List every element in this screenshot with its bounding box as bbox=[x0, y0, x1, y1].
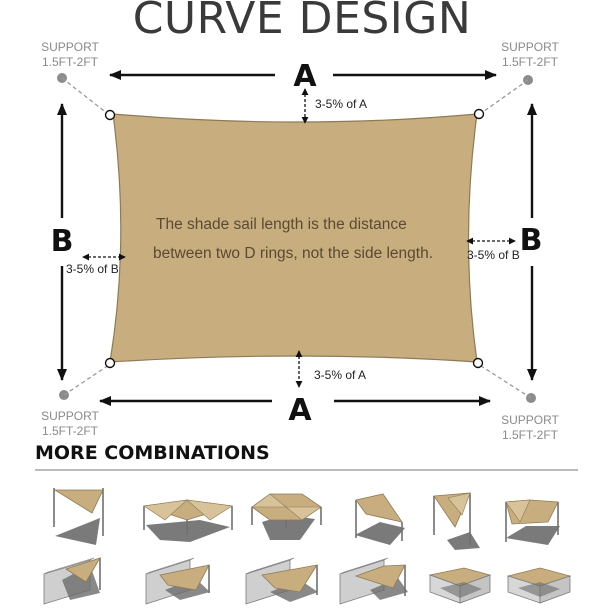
support-label: SUPPORT bbox=[501, 413, 559, 427]
combo-thumbnail-6 bbox=[505, 499, 560, 545]
curve-depth-left: 3-5% of B bbox=[66, 253, 126, 276]
dimension-a-top: A bbox=[109, 59, 497, 94]
description-line-2: between two D rings, not the side length… bbox=[153, 245, 433, 262]
curve-label-b: 3-5% of B bbox=[467, 248, 520, 262]
combo-thumbnail-3 bbox=[251, 493, 322, 540]
description-line-1: The shade sail length is the distance bbox=[156, 216, 407, 233]
tension-line bbox=[480, 365, 532, 399]
support-bottom-left: SUPPORT 1.5FT-2FT bbox=[41, 364, 110, 438]
curve-label-a: 3-5% of A bbox=[315, 97, 367, 111]
support-label: SUPPORT bbox=[41, 409, 99, 423]
curve-depth-top: 3-5% of A bbox=[301, 88, 367, 124]
section-title: MORE COMBINATIONS bbox=[35, 442, 270, 464]
curve-label-b: 3-5% of B bbox=[66, 262, 119, 276]
curve-depth-right: 3-5% of B bbox=[466, 237, 520, 262]
support-post-dot bbox=[59, 390, 69, 400]
support-label: SUPPORT bbox=[501, 40, 559, 54]
combo-thumbnail-8 bbox=[145, 557, 210, 605]
dimension-b-label: B bbox=[520, 223, 543, 258]
curve-depth-bottom: 3-5% of A bbox=[295, 350, 366, 388]
dimension-b-left: B bbox=[51, 103, 74, 381]
combo-thumbnail-12 bbox=[506, 567, 572, 604]
curve-label-a: 3-5% of A bbox=[314, 368, 366, 382]
support-bottom-right: SUPPORT 1.5FT-2FT bbox=[480, 365, 560, 442]
support-range: 1.5FT-2FT bbox=[502, 55, 559, 69]
support-top-left: SUPPORT 1.5FT-2FT bbox=[41, 40, 109, 115]
support-range: 1.5FT-2FT bbox=[42, 55, 99, 69]
support-range: 1.5FT-2FT bbox=[42, 424, 99, 438]
support-label: SUPPORT bbox=[41, 40, 99, 54]
combo-thumbnail-2 bbox=[143, 499, 233, 542]
combo-thumbnail-5 bbox=[433, 492, 480, 550]
support-range: 1.5FT-2FT bbox=[502, 428, 559, 442]
combo-thumbnail-4 bbox=[355, 493, 405, 545]
dimension-b-right: B bbox=[520, 103, 543, 381]
d-ring-top-right bbox=[473, 108, 485, 120]
tension-line bbox=[479, 79, 529, 115]
shade-sail: The shade sail length is the distance be… bbox=[104, 108, 485, 369]
d-ring-bottom-left bbox=[104, 357, 116, 369]
tension-line bbox=[63, 364, 110, 396]
support-top-right: SUPPORT 1.5FT-2FT bbox=[479, 40, 560, 115]
dimension-a-label: A bbox=[293, 59, 317, 94]
d-ring-bottom-right bbox=[472, 357, 484, 369]
combo-thumbnail-10 bbox=[339, 557, 408, 605]
dimension-a-label: A bbox=[288, 393, 312, 428]
combo-thumbnail-7 bbox=[43, 557, 101, 605]
tension-line bbox=[61, 77, 109, 115]
d-ring-top-left bbox=[104, 109, 116, 121]
dimension-b-label: B bbox=[51, 224, 74, 259]
page-title: CURVE DESIGN bbox=[133, 0, 472, 44]
sail-fabric bbox=[109, 113, 478, 363]
combo-thumbnail-11 bbox=[428, 567, 492, 604]
combo-thumbnail-9 bbox=[245, 557, 318, 605]
dimension-a-bottom: A bbox=[99, 393, 491, 428]
combo-thumbnail-1 bbox=[53, 488, 104, 545]
